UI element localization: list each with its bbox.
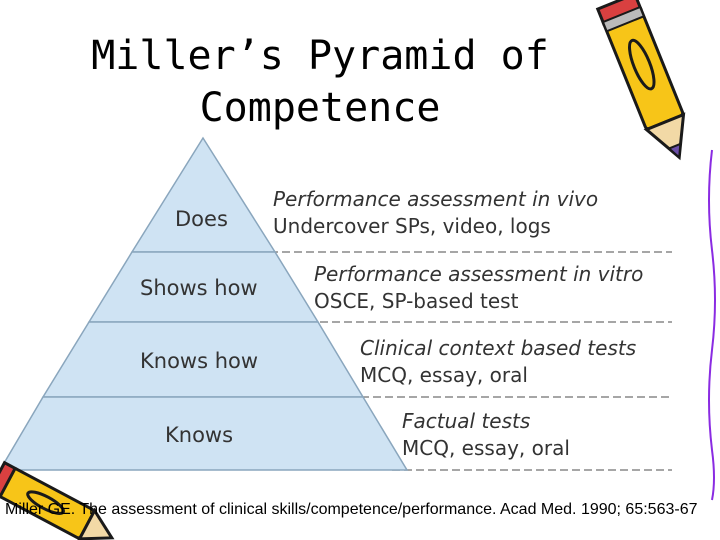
- assessment-title: Performance assessment in vitro: [314, 261, 643, 288]
- tier-does-shape: [132, 138, 275, 252]
- assessment-title: Performance assessment in vivo: [273, 186, 598, 213]
- assessment-knows-how: Clinical context based tests MCQ, essay,…: [360, 335, 636, 389]
- assessment-methods: MCQ, essay, oral: [360, 362, 636, 389]
- tier-label-knows: Knows: [165, 423, 233, 447]
- citation: Miller GE. The assessment of clinical sk…: [5, 500, 717, 520]
- wavy-line: [709, 150, 715, 500]
- assessment-knows: Factual tests MCQ, essay, oral: [402, 408, 570, 462]
- assessment-does: Performance assessment in vivo Undercove…: [273, 186, 598, 240]
- assessment-title: Factual tests: [402, 408, 570, 435]
- assessment-title: Clinical context based tests: [360, 335, 636, 362]
- pencil-icon: [598, 0, 698, 165]
- assessment-shows-how: Performance assessment in vitro OSCE, SP…: [314, 261, 643, 315]
- assessment-methods: OSCE, SP-based test: [314, 288, 643, 315]
- tier-label-does: Does: [175, 207, 228, 231]
- assessment-methods: MCQ, essay, oral: [402, 435, 570, 462]
- tier-label-knows-how: Knows how: [140, 349, 258, 373]
- tier-label-shows-how: Shows how: [140, 276, 258, 300]
- assessment-methods: Undercover SPs, video, logs: [273, 213, 598, 240]
